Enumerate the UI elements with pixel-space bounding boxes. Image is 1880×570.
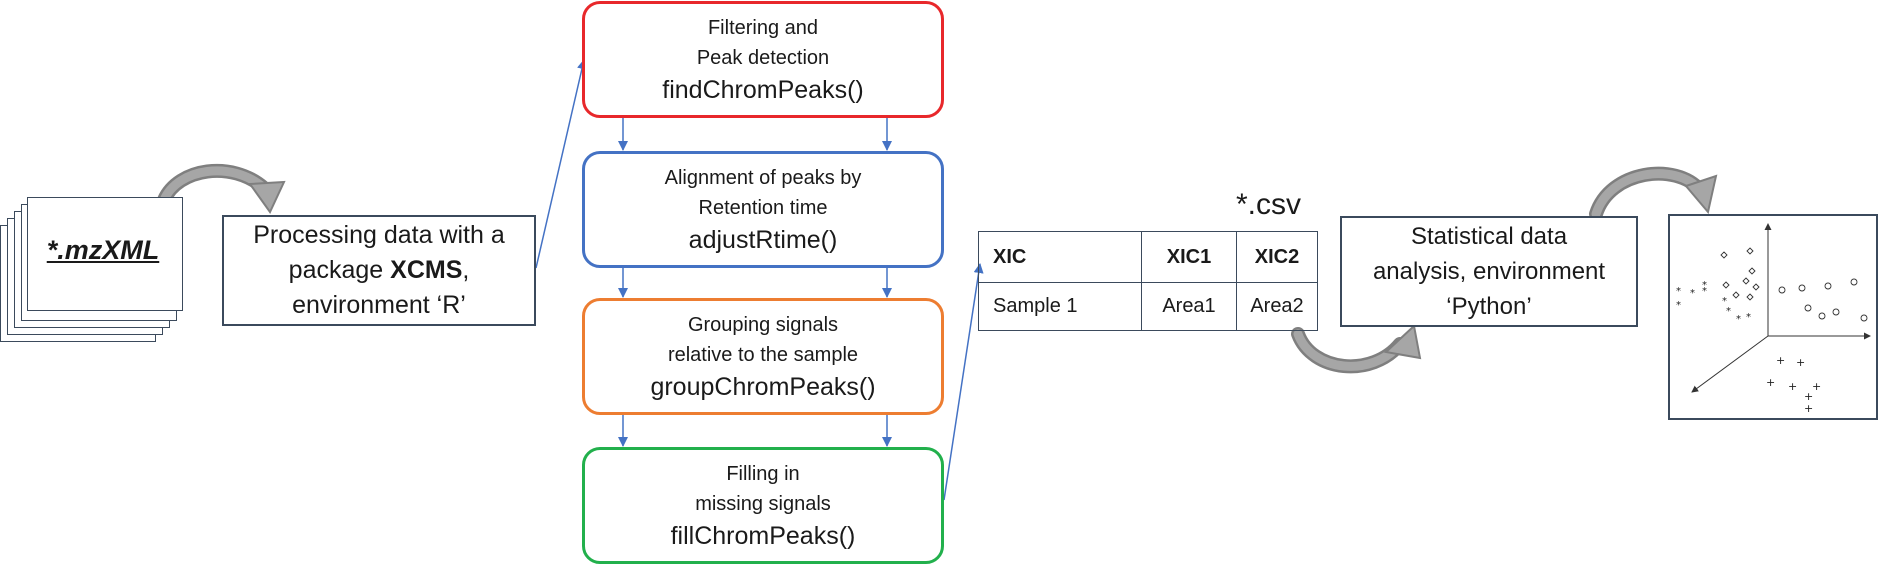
svg-text:+: +	[1796, 356, 1805, 369]
scatter-plot-icon: **** ***** ++++ +++	[1676, 223, 1871, 415]
table-header-cell: XIC2	[1236, 231, 1318, 283]
table-cell: Area2	[1236, 282, 1318, 331]
arrow-filling-to-csv	[943, 263, 984, 501]
curved-arrow-to-analysis	[1291, 324, 1422, 374]
svg-text:*: *	[1736, 314, 1741, 325]
table-header-cell: XIC	[978, 231, 1142, 283]
analysis-box: Statistical data analysis, environment ‘…	[1340, 216, 1638, 327]
scatter-plot-frame: **** ***** ++++ +++	[1668, 214, 1878, 420]
step-filling-function: fillChromPeaks()	[670, 521, 856, 550]
table-row: Sample 1 Area1 Area2	[978, 282, 1318, 331]
svg-text:*: *	[1702, 280, 1707, 291]
processing-package-name: XCMS	[390, 256, 463, 284]
table-cell: Sample 1	[978, 282, 1142, 331]
curved-arrow-to-plot	[1589, 166, 1718, 221]
svg-text:*: *	[1746, 312, 1751, 323]
step-grouping-line-2: relative to the sample	[667, 343, 859, 366]
plot-plus-cluster: ++++ +++	[1766, 354, 1821, 415]
step-filling-line-2: missing signals	[695, 492, 831, 515]
step-grouping-line-1: Grouping signals	[687, 313, 839, 336]
step-filtering-line-2: Peak detection	[696, 46, 830, 69]
processing-box: Processing data with a package XCMS, env…	[222, 215, 536, 326]
table-cell: Area1	[1141, 282, 1237, 331]
step-grouping-function: groupChromPeaks()	[650, 372, 876, 401]
analysis-line-3: ‘Python’	[1446, 293, 1532, 320]
curved-arrow-input	[157, 163, 286, 214]
svg-text:+: +	[1812, 380, 1821, 393]
processing-line-2: package XCMS,	[289, 253, 470, 288]
step-alignment-function: adjustRtime()	[688, 225, 838, 254]
svg-text:*: *	[1690, 288, 1695, 299]
step-filtering: Filtering and Peak detection findChromPe…	[582, 1, 944, 118]
mzxml-file-label: *.mzXML	[46, 234, 160, 265]
svg-text:*: *	[1702, 286, 1707, 297]
svg-text:*: *	[1726, 306, 1731, 317]
table-header-cell: XIC1	[1141, 231, 1237, 283]
analysis-line-2: analysis, environment	[1372, 258, 1606, 285]
table-header-row: XIC XIC1 XIC2	[978, 231, 1318, 283]
processing-package-prefix: package	[288, 256, 391, 284]
file-sheet-front	[27, 197, 183, 311]
svg-text:*: *	[1676, 286, 1681, 297]
step-alignment: Alignment of peaks by Retention time adj…	[582, 151, 944, 268]
svg-text:+: +	[1766, 376, 1775, 389]
csv-table: XIC XIC1 XIC2 Sample 1 Area1 Area2	[978, 231, 1318, 331]
arrow-processing-to-filtering	[535, 59, 587, 269]
svg-text:+: +	[1788, 380, 1797, 393]
plot-diamond-cluster	[1720, 247, 1760, 301]
plot-star-cluster: **** *****	[1676, 280, 1751, 325]
svg-text:+: +	[1776, 354, 1785, 367]
processing-package-suffix: ,	[462, 256, 470, 284]
processing-line-3: environment ‘R’	[292, 291, 466, 319]
plot-circle-cluster	[1778, 278, 1868, 322]
plot-axis-depth	[1691, 335, 1769, 393]
step-alignment-line-1: Alignment of peaks by	[664, 166, 862, 189]
svg-text:*: *	[1676, 300, 1681, 311]
step-filling-line-1: Filling in	[726, 462, 800, 485]
processing-line-1: Processing data with a	[253, 221, 505, 249]
step-grouping: Grouping signals relative to the sample …	[582, 298, 944, 415]
svg-text:+: +	[1804, 402, 1813, 415]
analysis-line-1: Statistical data	[1410, 223, 1568, 250]
step-filtering-function: findChromPeaks()	[662, 75, 864, 104]
step-filtering-line-1: Filtering and	[707, 16, 819, 39]
svg-text:*: *	[1722, 296, 1727, 307]
csv-file-label: *.csv	[1236, 188, 1302, 221]
step-alignment-line-2: Retention time	[698, 196, 828, 219]
step-filling: Filling in missing signals fillChromPeak…	[582, 447, 944, 564]
svg-text:+: +	[1804, 390, 1813, 403]
